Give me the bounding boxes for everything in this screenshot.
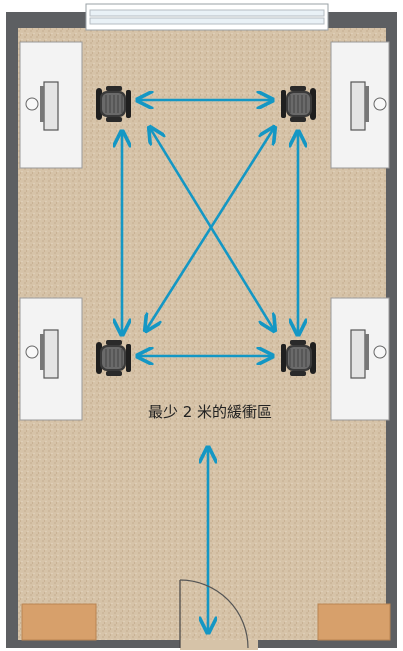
mouse-icon [373,97,387,111]
desk-bottom-left [19,297,83,421]
mouse-icon [373,345,387,359]
desk-bottom-right [330,297,390,421]
double-arrow-icon [146,128,274,330]
desk-top-left [19,41,83,169]
wood-bench-icon [21,603,97,641]
monitor-icon [350,81,366,131]
buffer-zone-label: 最少 2 米的緩衝區 [148,403,272,421]
desk-top-right [330,41,390,169]
monitor-icon [43,81,59,131]
monitor-icon [43,329,59,379]
mouse-icon [25,345,39,359]
window-icon [85,3,329,31]
mouse-icon [25,97,39,111]
door-icon [179,579,258,650]
wood-bench-icon [317,603,391,641]
monitor-icon [350,329,366,379]
